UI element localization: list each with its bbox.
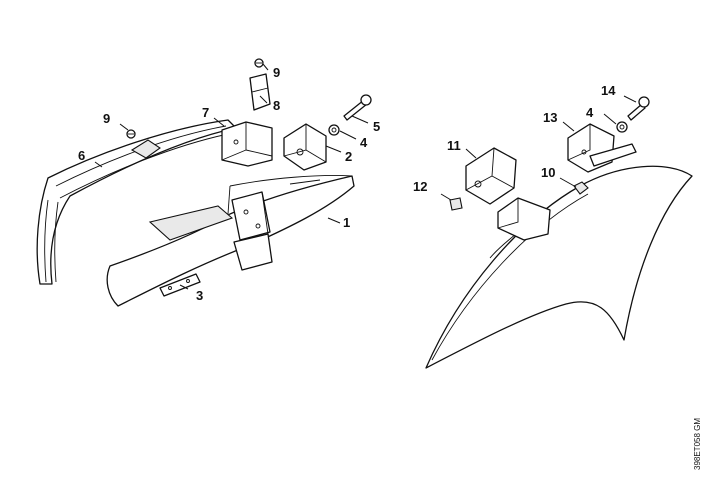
callout-11: 11 [447, 138, 461, 153]
callout-7: 7 [202, 105, 209, 120]
drawing-reference-code: 398ET058 GM [693, 417, 702, 470]
callout-2: 2 [345, 149, 352, 164]
callout-4-right: 4 [586, 105, 594, 120]
callout-13: 13 [543, 110, 557, 125]
large-guard [425, 165, 693, 369]
part-4-washer-left [328, 124, 340, 136]
part-6-guard-strip [36, 119, 237, 285]
part-8-clip [249, 73, 271, 111]
part-1-guard-body [106, 175, 355, 307]
callout-labels: 1 2 3 4 4 5 6 7 8 9 9 10 11 12 13 14 [78, 65, 616, 303]
callout-4-left: 4 [360, 135, 368, 150]
guard-mount [497, 197, 551, 241]
part-9-screw-top [254, 58, 264, 68]
callout-14: 14 [601, 83, 616, 98]
part-10-nut [573, 181, 589, 195]
callout-1: 1 [343, 215, 350, 230]
part-11-mount-block [465, 147, 517, 205]
callout-3: 3 [196, 288, 203, 303]
callout-9-top: 9 [273, 65, 280, 80]
part-7-bracket [221, 121, 273, 167]
part-2-mount-block [283, 123, 327, 171]
callout-8: 8 [273, 98, 280, 113]
callout-9-left: 9 [103, 111, 110, 126]
callout-10: 10 [541, 165, 555, 180]
callout-12: 12 [413, 179, 427, 194]
callout-5: 5 [373, 119, 380, 134]
part-14-bolt [627, 96, 650, 121]
part-9-screw-left [126, 129, 136, 139]
callout-6: 6 [78, 148, 85, 163]
part-12-nut [449, 197, 463, 211]
leader-lines [94, 63, 637, 290]
part-4-washer-right [616, 121, 628, 133]
part-13-bracket [567, 123, 637, 173]
part-5-bolt [343, 94, 372, 121]
